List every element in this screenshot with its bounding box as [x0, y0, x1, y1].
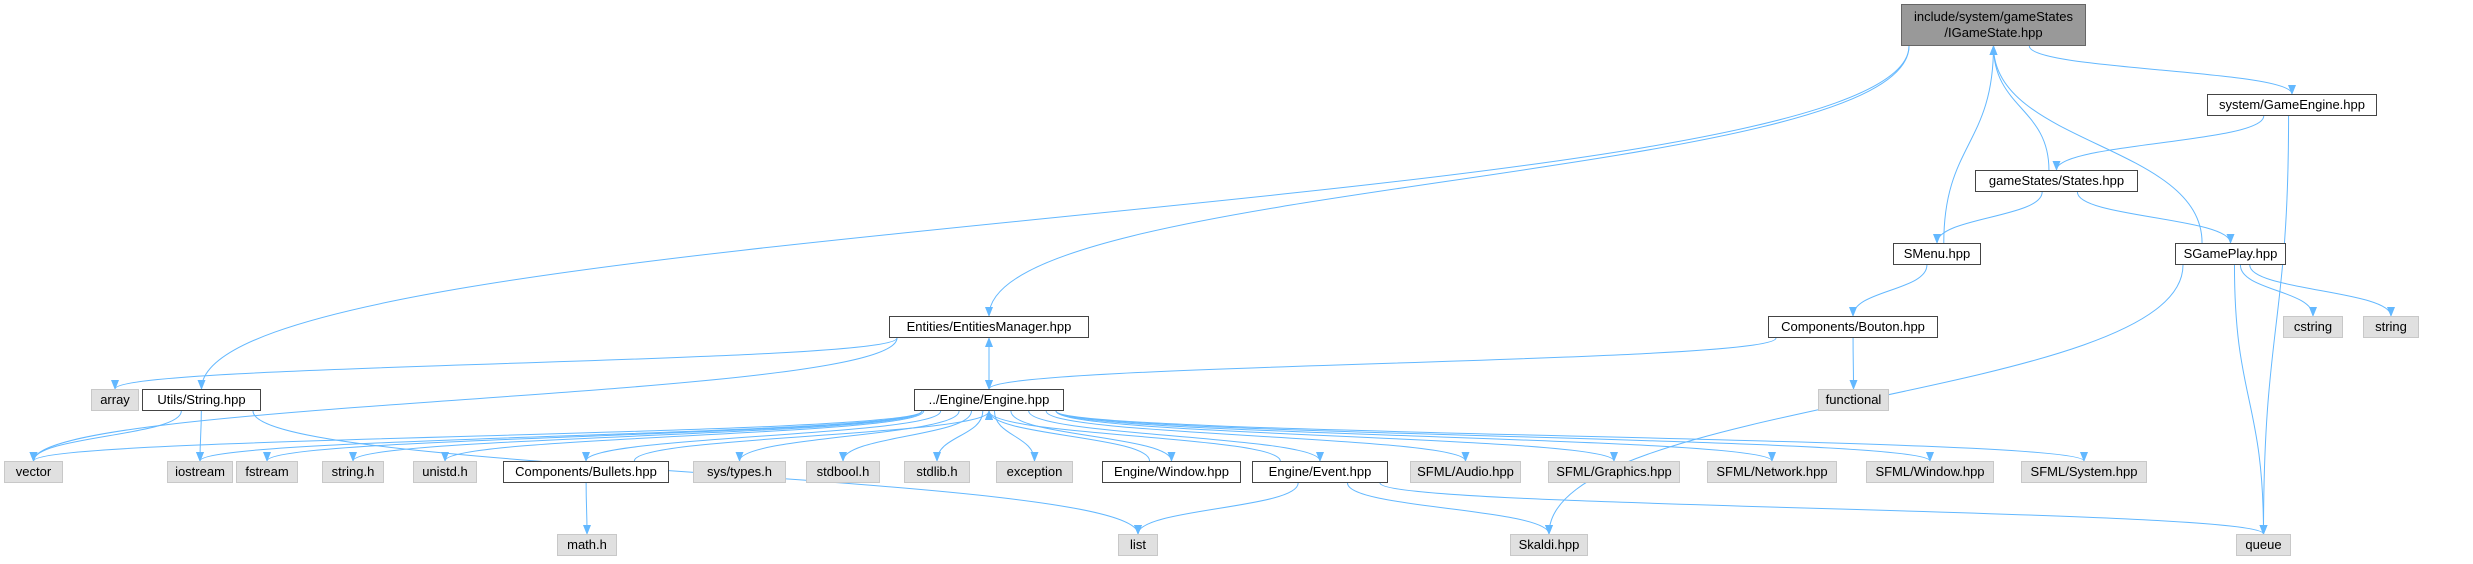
node-fstream[interactable]: fstream [236, 461, 298, 483]
edge-utils_string-to-vector [29, 410, 182, 462]
node-iostream[interactable]: iostream [167, 461, 233, 483]
edge-engine_event-to-skaldi [1346, 482, 1553, 535]
edge-game_engine-to-queue [2259, 115, 2290, 535]
edge-engine_event-to-engine [985, 410, 1281, 462]
edge-engine-to-sfml_network [1055, 410, 1776, 462]
node-label-line-1: include/system/gameStates [1914, 9, 2073, 24]
node-states-hpp[interactable]: gameStates/States.hpp [1975, 170, 2138, 192]
node-skaldi-hpp[interactable]: Skaldi.hpp [1510, 534, 1588, 556]
edge-root-to-entities_manager [985, 45, 1910, 317]
edge-engine_event-to-list [1134, 482, 1299, 535]
edge-entities_manager-to-array [111, 337, 898, 390]
node-sfml-window-hpp[interactable]: SFML/Window.hpp [1866, 461, 1994, 483]
edge-states-to-root [1989, 45, 2050, 171]
node-sgameplay-hpp[interactable]: SGamePlay.hpp [2175, 243, 2286, 265]
edge-bouton-to-engine [985, 337, 1777, 390]
node-cstring[interactable]: cstring [2283, 316, 2343, 338]
node-igamestate-hpp[interactable]: include/system/gameStates /IGameState.hp… [1901, 4, 2086, 46]
node-sys-types-h[interactable]: sys/types.h [693, 461, 786, 483]
edge-root-to-utils_string [197, 45, 1910, 390]
node-exception[interactable]: exception [996, 461, 1073, 483]
node-gameengine-hpp[interactable]: system/GameEngine.hpp [2207, 94, 2377, 116]
node-stdlib-h[interactable]: stdlib.h [904, 461, 970, 483]
edge-sgameplay-to-queue [2233, 264, 2268, 535]
node-sfml-audio-hpp[interactable]: SFML/Audio.hpp [1410, 461, 1521, 483]
node-bullets-hpp[interactable]: Components/Bullets.hpp [503, 461, 669, 483]
node-sfml-system-hpp[interactable]: SFML/System.hpp [2021, 461, 2147, 483]
edge-engine-to-sfml_audio [1045, 410, 1470, 462]
edge-utils_string-to-iostream [196, 410, 205, 462]
node-array[interactable]: array [91, 389, 139, 411]
edge-engine-to-sys_types [735, 410, 960, 462]
node-sfml-graphics-hpp[interactable]: SFML/Graphics.hpp [1548, 461, 1680, 483]
edge-engine-to-engine_event [1028, 410, 1324, 462]
edge-engine-to-vector [29, 410, 923, 462]
edge-engine-to-fstream [263, 410, 923, 462]
node-functional[interactable]: functional [1818, 389, 1889, 411]
edge-engine-to-string_h [349, 410, 923, 462]
edge-game_engine-to-states [2052, 115, 2265, 171]
node-unistd-h[interactable]: unistd.h [413, 461, 477, 483]
node-queue[interactable]: queue [2236, 534, 2291, 556]
edge-smenu-to-root [1943, 45, 1998, 244]
edge-sgameplay-to-string [2249, 264, 2395, 317]
edge-sgameplay-to-cstring [2239, 264, 2317, 317]
node-list[interactable]: list [1118, 534, 1158, 556]
node-engine-window-hpp[interactable]: Engine/Window.hpp [1102, 461, 1241, 483]
node-label-line-2: /IGameState.hpp [1944, 25, 2043, 40]
node-sfml-network-hpp[interactable]: SFML/Network.hpp [1707, 461, 1837, 483]
edge-engine-to-bullets [582, 410, 942, 462]
node-vector[interactable]: vector [4, 461, 63, 483]
node-string-h[interactable]: string.h [322, 461, 384, 483]
edge-engine-to-stdbool [839, 410, 972, 462]
edge-engine-to-sfml_graphics [1055, 410, 1618, 462]
node-stdbool-h[interactable]: stdbool.h [806, 461, 880, 483]
edge-engine_event-to-queue [1379, 482, 2268, 535]
edge-engine-to-engine_window [1010, 410, 1176, 462]
node-utils-string-hpp[interactable]: Utils/String.hpp [142, 389, 261, 411]
edge-engine-to-sfml_system [1055, 410, 2088, 462]
node-engine-hpp[interactable]: ../Engine/Engine.hpp [914, 389, 1064, 411]
edge-sgameplay-to-root [1989, 45, 2203, 244]
node-entitiesmanager-hpp[interactable]: Entities/EntitiesManager.hpp [889, 316, 1089, 338]
edge-states-to-sgameplay [2076, 191, 2235, 244]
edge-states-to-smenu [1933, 191, 2043, 244]
node-bouton-hpp[interactable]: Components/Bouton.hpp [1768, 316, 1938, 338]
edge-engine-to-exception [993, 410, 1039, 462]
node-string[interactable]: string [2363, 316, 2419, 338]
edge-engine_window-to-engine [985, 410, 1151, 462]
node-math-h[interactable]: math.h [557, 534, 617, 556]
edge-engine-to-stdlib [933, 410, 984, 462]
node-smenu-hpp[interactable]: SMenu.hpp [1893, 243, 1981, 265]
node-engine-event-hpp[interactable]: Engine/Event.hpp [1252, 461, 1388, 483]
edge-engine-to-sfml_window [1055, 410, 1934, 462]
edge-smenu-to-bouton [1849, 264, 1928, 317]
edge-bullets-to-math_h [582, 482, 591, 535]
edge-bullets-to-engine [633, 410, 993, 462]
edge-root-to-game_engine [2028, 45, 2296, 95]
edge-entities_manager-to-vector [29, 337, 898, 462]
edge-engine-to-unistd_h [441, 410, 925, 462]
